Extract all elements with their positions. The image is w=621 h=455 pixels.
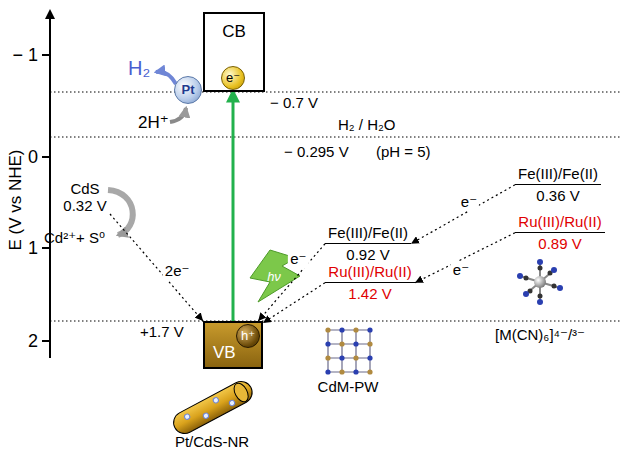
proton-arrow <box>170 108 186 122</box>
node-value: 0.36 V <box>515 187 601 204</box>
lattice-bond <box>328 343 370 344</box>
product-label: H₂ <box>128 57 150 80</box>
lattice-atom <box>353 341 358 346</box>
electron-transfer-arrow <box>263 283 325 323</box>
tick-label: 0 <box>28 147 38 168</box>
tick-label: 1 <box>28 238 38 259</box>
lattice-atom <box>367 369 372 374</box>
lattice-atom <box>353 327 358 332</box>
node-title: Pt <box>175 77 201 103</box>
lattice-atom <box>353 355 358 360</box>
lattice-bond <box>328 357 370 358</box>
energy-level-line <box>515 232 605 233</box>
electron-label: 2e⁻ <box>163 262 192 280</box>
redox-level: Ru(III)/Ru(II) 0.89 V <box>515 213 605 252</box>
potential-label: +1.7 V <box>140 323 184 340</box>
electron-transfer-arrow <box>258 244 325 321</box>
lattice-atom <box>339 355 344 360</box>
light-label: hν <box>267 269 281 284</box>
lattice-atom <box>367 355 372 360</box>
lattice-atom <box>339 369 344 374</box>
lattice-bond <box>341 330 342 372</box>
electron-circle: e⁻ <box>221 66 245 90</box>
pt-particle: Pt <box>174 76 202 104</box>
nanorod-illustration <box>170 378 256 438</box>
conduction-band-box: CB e⁻ <box>203 12 265 92</box>
node-value: 0.89 V <box>515 235 605 252</box>
potential-label: − 0.7 V <box>270 94 318 111</box>
lattice-atom <box>339 327 344 332</box>
node-title: CB <box>205 22 263 42</box>
lattice-atom <box>367 327 372 332</box>
potential-label: − 0.295 V <box>284 143 349 160</box>
axis-title: E (V vs NHE) <box>6 149 26 250</box>
ph-label: (pH = 5) <box>376 143 431 160</box>
cds-oxidation-arrow <box>108 190 133 235</box>
electron-transfer-arrow <box>415 233 515 283</box>
electron-transfer-arrow <box>411 185 515 244</box>
lattice-bond <box>369 330 370 372</box>
axis-ticks <box>42 55 50 341</box>
lattice-bond <box>327 330 328 372</box>
lattice-bond <box>328 371 370 372</box>
tick-label: 2 <box>28 331 38 352</box>
lattice-bond <box>355 330 356 372</box>
hole-circle: h⁺ <box>236 324 260 348</box>
connector-layer <box>110 90 515 323</box>
reactant-label: 2H⁺ <box>138 112 169 133</box>
tick-label: − 1 <box>12 45 38 66</box>
product-label: Cd²⁺+ S⁰ <box>44 229 105 247</box>
complex-label: [M(CN)₆]⁴⁻/³⁻ <box>495 326 585 344</box>
material-label: Pt/CdS-NR <box>175 433 249 450</box>
node-value: 0.32 V <box>60 197 110 214</box>
reference-lines <box>50 92 621 321</box>
node-value: 1.42 V <box>325 285 415 302</box>
complex-illustration <box>517 259 563 305</box>
node-title: Fe(III)/Fe(II) <box>325 224 411 241</box>
energy-level-line <box>325 282 415 283</box>
energy-axis <box>49 14 51 358</box>
lattice-atom <box>325 327 330 332</box>
node-title: e⁻ <box>222 67 244 89</box>
lattice-atom <box>367 341 372 346</box>
lattice-atom <box>325 355 330 360</box>
valence-band-box: VBh⁺ <box>203 321 263 369</box>
cds-level: CdS0.32 V <box>60 180 110 214</box>
node-title: Fe(III)/Fe(II) <box>515 165 601 182</box>
lattice-atom <box>325 341 330 346</box>
lattice-illustration <box>325 327 372 374</box>
electron-label: e⁻ <box>451 261 471 279</box>
energy-level-line <box>515 184 601 185</box>
node-title: Ru(III)/Ru(II) <box>515 213 605 230</box>
electron-label: e⁻ <box>288 250 308 268</box>
electron-transfer-arrow <box>110 214 203 321</box>
h2-evolution-arrow <box>156 72 176 84</box>
lattice-bond <box>328 329 370 330</box>
node-value: 0.92 V <box>325 246 411 263</box>
lattice-atom <box>325 369 330 374</box>
material-label: CdM-PW <box>318 378 379 395</box>
energy-level-line <box>325 243 411 244</box>
redox-level: Fe(III)/Fe(II) 0.92 V <box>325 224 411 263</box>
lattice-atom <box>353 369 358 374</box>
electron-label: e⁻ <box>459 193 479 211</box>
couple-label: H₂ / H₂O <box>338 116 395 133</box>
excitation-arrow <box>232 90 235 321</box>
node-title: CdS <box>60 180 110 197</box>
redox-level: Ru(III)/Ru(II) 1.42 V <box>325 263 415 302</box>
lattice-atom <box>339 341 344 346</box>
node-title: Ru(III)/Ru(II) <box>325 263 415 280</box>
redox-level: Fe(III)/Fe(II) 0.36 V <box>515 165 601 204</box>
node-title: h⁺ <box>237 325 259 347</box>
